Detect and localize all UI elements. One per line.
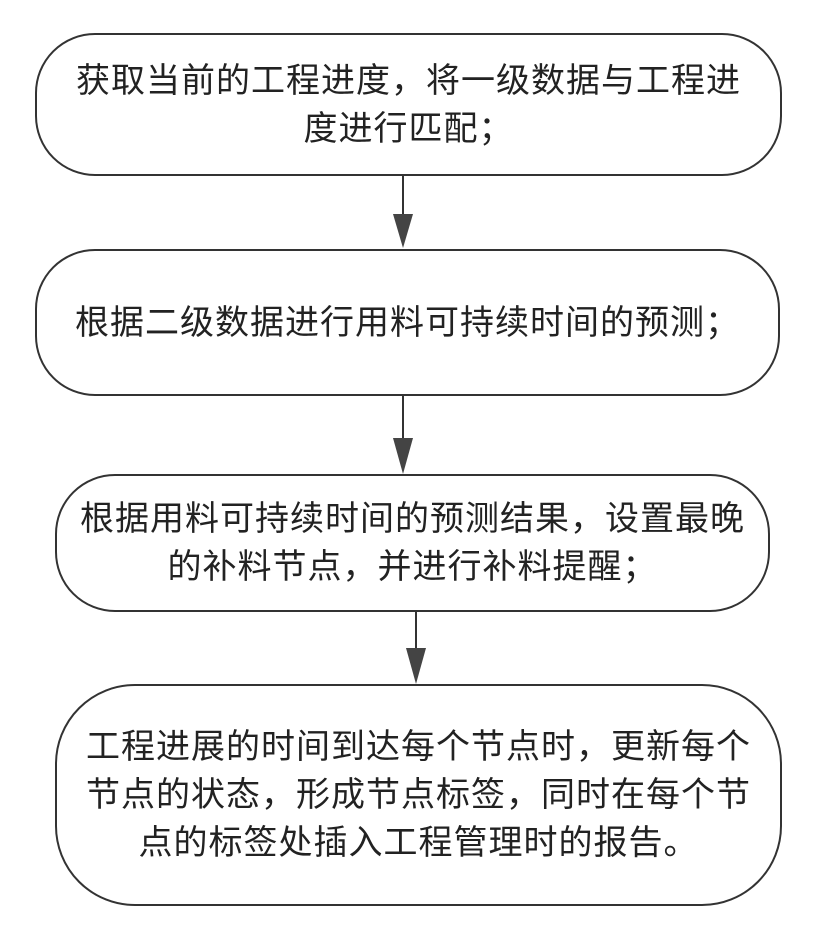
step-4-line-1: 工程进展的时间到达每个节点时，更新每个: [86, 723, 751, 771]
arrow-2-to-3: [393, 396, 413, 474]
step-4-line-2: 节点的状态，形成节点标签，同时在每个节: [86, 771, 751, 819]
step-3-box: 根据用料可持续时间的预测结果，设置最晚 的补料节点，并进行补料提醒；: [55, 474, 770, 612]
step-1-line-1: 获取当前的工程进度，将一级数据与工程进: [76, 57, 741, 105]
step-3-line-2: 的补料节点，并进行补料提醒；: [168, 543, 658, 591]
step-3-line-1: 根据用料可持续时间的预测结果，设置最晚: [80, 495, 745, 543]
step-1-line-2: 度进行匹配；: [304, 105, 514, 153]
arrow-1-to-2: [393, 176, 413, 248]
step-4-box: 工程进展的时间到达每个节点时，更新每个 节点的状态，形成节点标签，同时在每个节 …: [55, 684, 782, 906]
step-2-box: 根据二级数据进行用料可持续时间的预测；: [35, 249, 780, 396]
step-2-line-1: 根据二级数据进行用料可持续时间的预测；: [75, 299, 740, 347]
step-1-box: 获取当前的工程进度，将一级数据与工程进 度进行匹配；: [35, 33, 782, 176]
arrow-3-to-4: [406, 612, 426, 684]
step-4-line-3: 点的标签处插入工程管理时的报告。: [139, 819, 699, 867]
